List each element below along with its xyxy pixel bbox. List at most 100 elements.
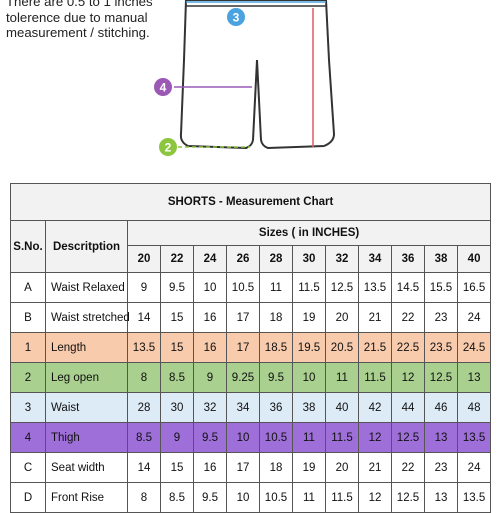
measurement-cell: 10 — [226, 422, 260, 453]
measurement-cell: 15 — [160, 332, 194, 363]
measurement-cell: 14 — [127, 452, 161, 483]
size-header-cell: 30 — [292, 245, 326, 273]
measurement-cell: 15 — [160, 452, 194, 483]
measurement-cell: 21 — [358, 452, 392, 483]
measurement-cell: 13.5 — [358, 272, 392, 303]
measurement-cell: 14.5 — [391, 272, 425, 303]
measurement-cell: 22 — [391, 302, 425, 333]
sno-header: S.No. — [10, 220, 46, 273]
measurement-cell: 11.5 — [358, 362, 392, 393]
measurement-cell: 11 — [325, 362, 359, 393]
badge-thigh: 4 — [154, 78, 172, 96]
size-header-cell: 26 — [226, 245, 260, 273]
measurement-cell: 44 — [391, 392, 425, 423]
sizes-header: Sizes ( in INCHES) — [126, 220, 492, 246]
measurement-cell: 12.5 — [391, 422, 425, 453]
measurement-cell: 22.5 — [391, 332, 425, 363]
measurement-cell: 13 — [424, 482, 458, 513]
badge-waist-label: 3 — [233, 11, 240, 25]
measurement-cell: 48 — [456, 392, 492, 423]
row-description-cell: Waist — [45, 392, 128, 423]
size-header-cell: 20 — [127, 245, 161, 273]
measurement-cell: 16.5 — [456, 272, 492, 303]
row-description-cell: Waist stretched — [45, 302, 130, 333]
row-sno-cell: 1 — [10, 332, 46, 363]
measurement-cell: 12 — [358, 422, 392, 453]
measurement-cell: 16 — [193, 452, 227, 483]
measurement-cell: 16 — [193, 302, 227, 333]
row-description-cell: Seat width — [45, 452, 128, 483]
measurement-chart-table: SHORTS - Measurement Chart S.No. Descrit… — [9, 183, 492, 513]
badge-leg-open-label: 2 — [165, 141, 172, 155]
measurement-cell: 42 — [358, 392, 392, 423]
measurement-cell: 15.5 — [424, 272, 458, 303]
measurement-cell: 10 — [193, 272, 227, 303]
measurement-cell: 8.5 — [127, 422, 161, 453]
measurement-cell: 9.5 — [160, 272, 194, 303]
note-line-1: There are 0.5 to 1 inches — [6, 0, 153, 9]
measurement-cell: 30 — [160, 392, 194, 423]
measurement-cell: 15 — [160, 302, 194, 333]
row-sno-cell: 3 — [10, 392, 46, 423]
measurement-cell: 11 — [292, 482, 326, 513]
measurement-cell: 14 — [127, 302, 161, 333]
measurement-cell: 8.5 — [160, 482, 194, 513]
measurement-cell: 9 — [193, 362, 227, 393]
measurement-cell: 20 — [325, 452, 359, 483]
size-header-cell: 34 — [358, 245, 392, 273]
size-header-cell: 22 — [160, 245, 194, 273]
measurement-cell: 40 — [325, 392, 359, 423]
size-header-cell: 24 — [193, 245, 227, 273]
measurement-cell: 9.5 — [259, 362, 293, 393]
measurement-cell: 13.5 — [456, 422, 492, 453]
measurement-cell: 10.5 — [259, 422, 293, 453]
row-description-cell: Waist Relaxed — [45, 272, 128, 303]
measurement-cell: 13 — [456, 362, 492, 393]
measurement-cell: 12.5 — [325, 272, 359, 303]
measurement-cell: 19 — [292, 452, 326, 483]
measurement-cell: 11 — [292, 422, 326, 453]
size-header-cell: 32 — [325, 245, 359, 273]
measurement-cell: 23.5 — [424, 332, 458, 363]
size-header-cell: 36 — [391, 245, 425, 273]
measurement-cell: 17 — [226, 452, 260, 483]
measurement-cell: 11.5 — [292, 272, 326, 303]
measurement-cell: 32 — [193, 392, 227, 423]
measurement-cell: 9.5 — [193, 482, 227, 513]
size-header-cell: 40 — [456, 245, 492, 273]
measurement-cell: 22 — [391, 452, 425, 483]
measurement-cell: 9 — [160, 422, 194, 453]
measurement-cell: 8 — [127, 362, 161, 393]
row-sno-cell: 4 — [10, 422, 46, 453]
shorts-diagram: 3 4 2 — [154, 0, 336, 156]
note-line-3: measurement / stitching. — [6, 25, 150, 40]
row-sno-cell: C — [10, 452, 46, 483]
measurement-cell: 24 — [456, 452, 492, 483]
row-sno-cell: A — [10, 272, 46, 303]
row-sno-cell: 2 — [10, 362, 46, 393]
measurement-cell: 11.5 — [325, 482, 359, 513]
row-description-cell: Thigh — [45, 422, 128, 453]
measurement-cell: 13.5 — [127, 332, 161, 363]
measurement-cell: 28 — [127, 392, 161, 423]
chart-title: SHORTS - Measurement Chart — [9, 183, 492, 221]
row-description-cell: Front Rise — [45, 482, 128, 513]
badge-waist: 3 — [227, 8, 245, 26]
badge-thigh-label: 4 — [160, 81, 167, 95]
measurement-cell: 8.5 — [160, 362, 194, 393]
badge-leg-open: 2 — [159, 138, 177, 156]
measurement-cell: 46 — [424, 392, 458, 423]
measurement-cell: 12 — [358, 482, 392, 513]
measurement-cell: 34 — [226, 392, 260, 423]
measurement-cell: 21 — [358, 302, 392, 333]
measurement-cell: 21.5 — [358, 332, 392, 363]
measurement-cell: 10 — [226, 482, 260, 513]
description-header: Descritption — [45, 220, 128, 273]
measurement-cell: 24.5 — [456, 332, 492, 363]
